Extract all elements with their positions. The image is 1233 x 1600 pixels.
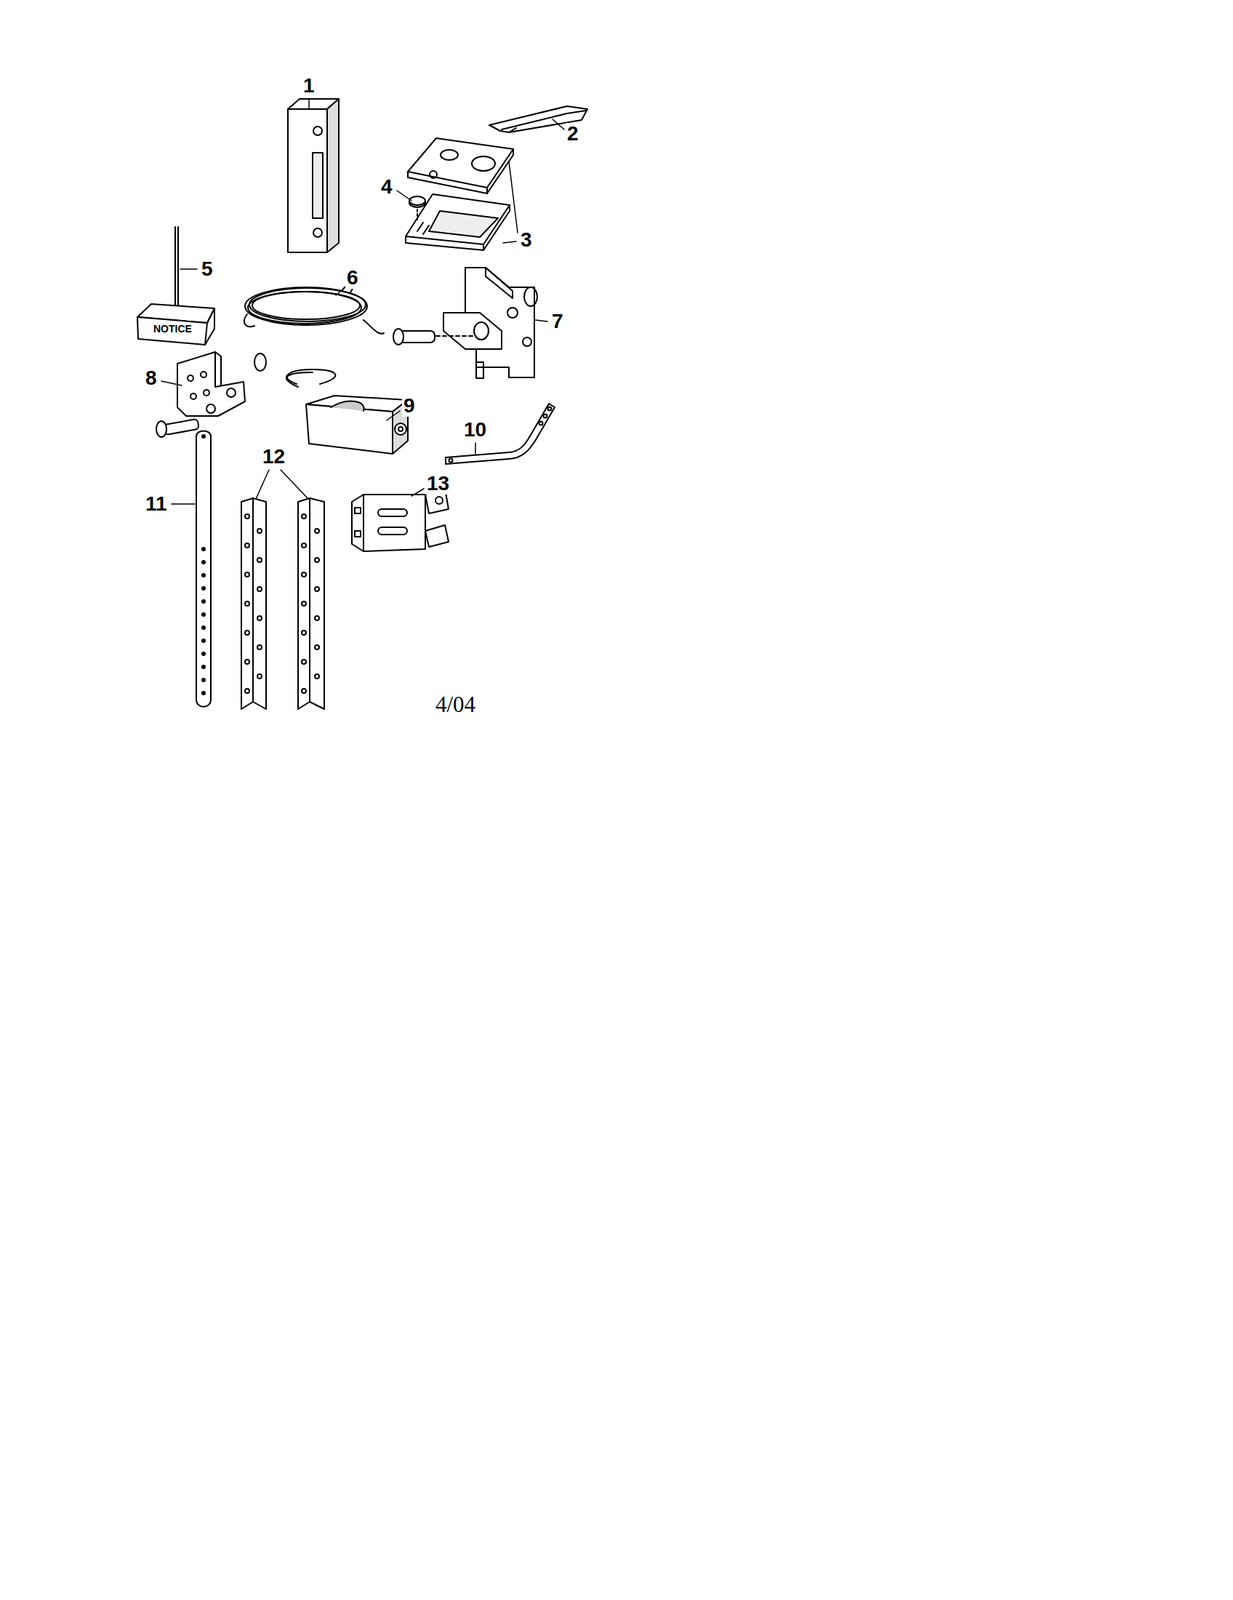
door-bracket <box>393 267 538 379</box>
callout-number: 4 <box>379 175 395 198</box>
callout-number: 13 <box>425 472 451 495</box>
bracket-plate <box>351 488 449 552</box>
straight-arm <box>196 431 211 707</box>
leader-lines <box>161 99 565 504</box>
callout-number: 7 <box>550 310 565 333</box>
remote-control <box>405 138 514 251</box>
callout-number: 11 <box>143 492 169 515</box>
antenna-tag <box>137 226 215 345</box>
date-code: 4/04 <box>434 692 477 717</box>
curved-arm <box>445 403 555 464</box>
callout-number: 2 <box>565 122 581 145</box>
callout-number: 1 <box>301 74 317 97</box>
callout-number: 12 <box>260 445 287 468</box>
callout-number: 3 <box>519 229 534 251</box>
callout-number: 10 <box>462 418 488 441</box>
callout-number: 8 <box>143 367 159 389</box>
safety-sensor <box>286 369 408 454</box>
callout-number: 5 <box>199 258 215 280</box>
header-bracket <box>156 351 267 437</box>
battery <box>409 196 426 208</box>
callout-number: 9 <box>402 394 417 417</box>
angle-irons <box>241 497 325 709</box>
callout-number: 6 <box>345 266 360 289</box>
wire-coil <box>244 284 384 333</box>
door-control <box>287 98 339 253</box>
tag-text: NOTICE <box>151 322 194 335</box>
